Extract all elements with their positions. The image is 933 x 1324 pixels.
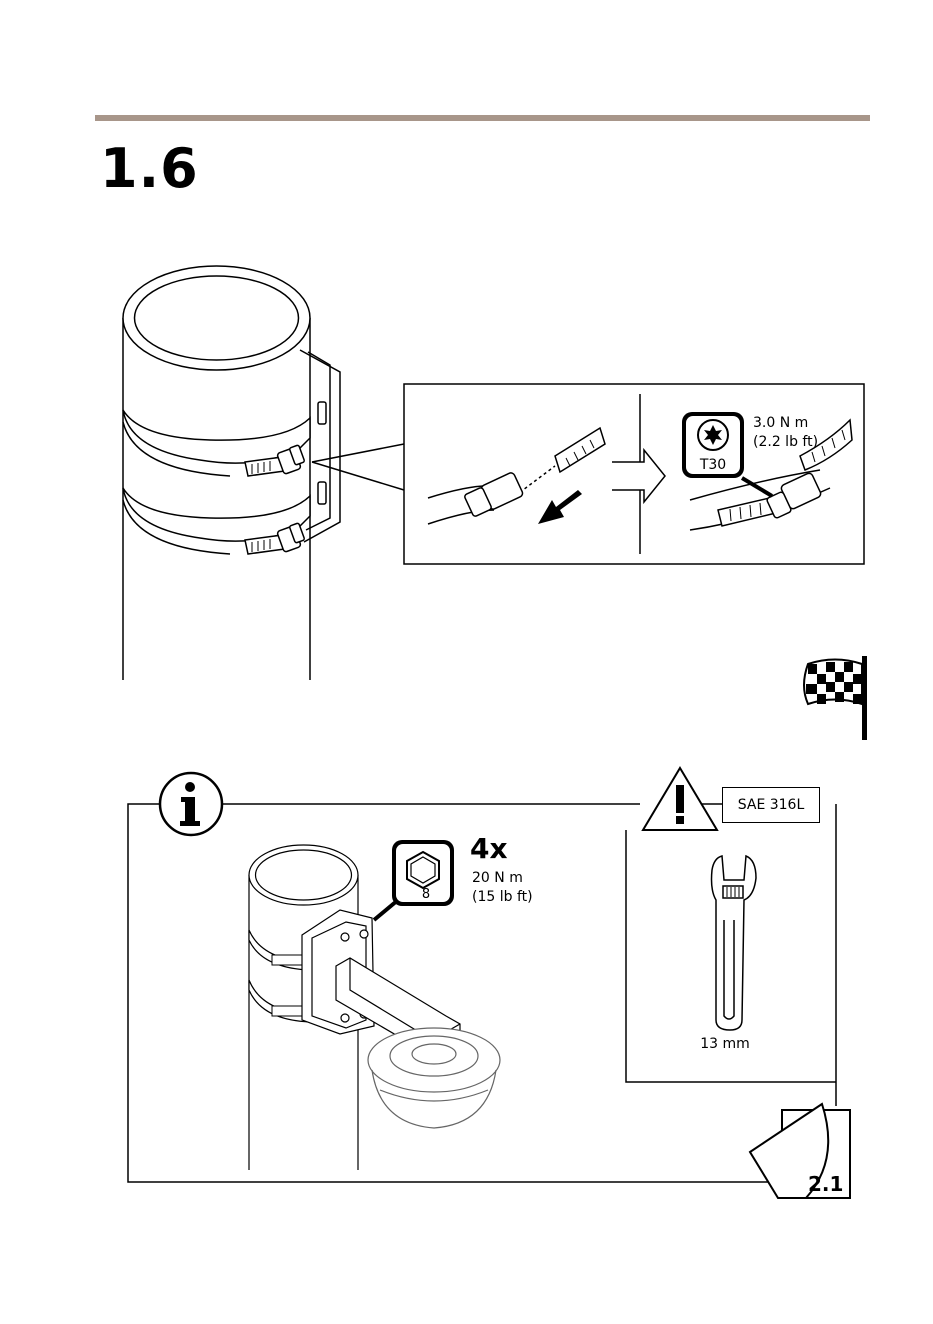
torque-imperial: (15 lb ft) — [472, 888, 533, 907]
wrench-size-label: 13 mm — [680, 1036, 770, 1052]
pole-illustration — [123, 266, 404, 680]
bit-size-label: T30 — [687, 457, 739, 473]
checkered-flag-icon — [804, 656, 867, 740]
screw-count: 4x — [470, 832, 508, 865]
material-label: SAE 316L — [722, 787, 820, 823]
adjustable-wrench-icon — [712, 856, 757, 1030]
torque-metric: 20 N m — [472, 869, 533, 888]
clamp-torque-label: 3.0 N m (2.2 lb ft) — [753, 414, 818, 452]
clamp-detail-panel — [404, 384, 864, 564]
torque-imperial: (2.2 lb ft) — [753, 433, 818, 452]
reference-step: 2.1 — [808, 1172, 843, 1196]
info-icon — [160, 773, 222, 835]
mounted-bracket-illustration — [249, 840, 500, 1170]
torque-metric: 3.0 N m — [753, 414, 818, 433]
hex-size-label: 8 — [413, 887, 439, 902]
bracket-torque-label: 20 N m (15 lb ft) — [472, 869, 533, 907]
